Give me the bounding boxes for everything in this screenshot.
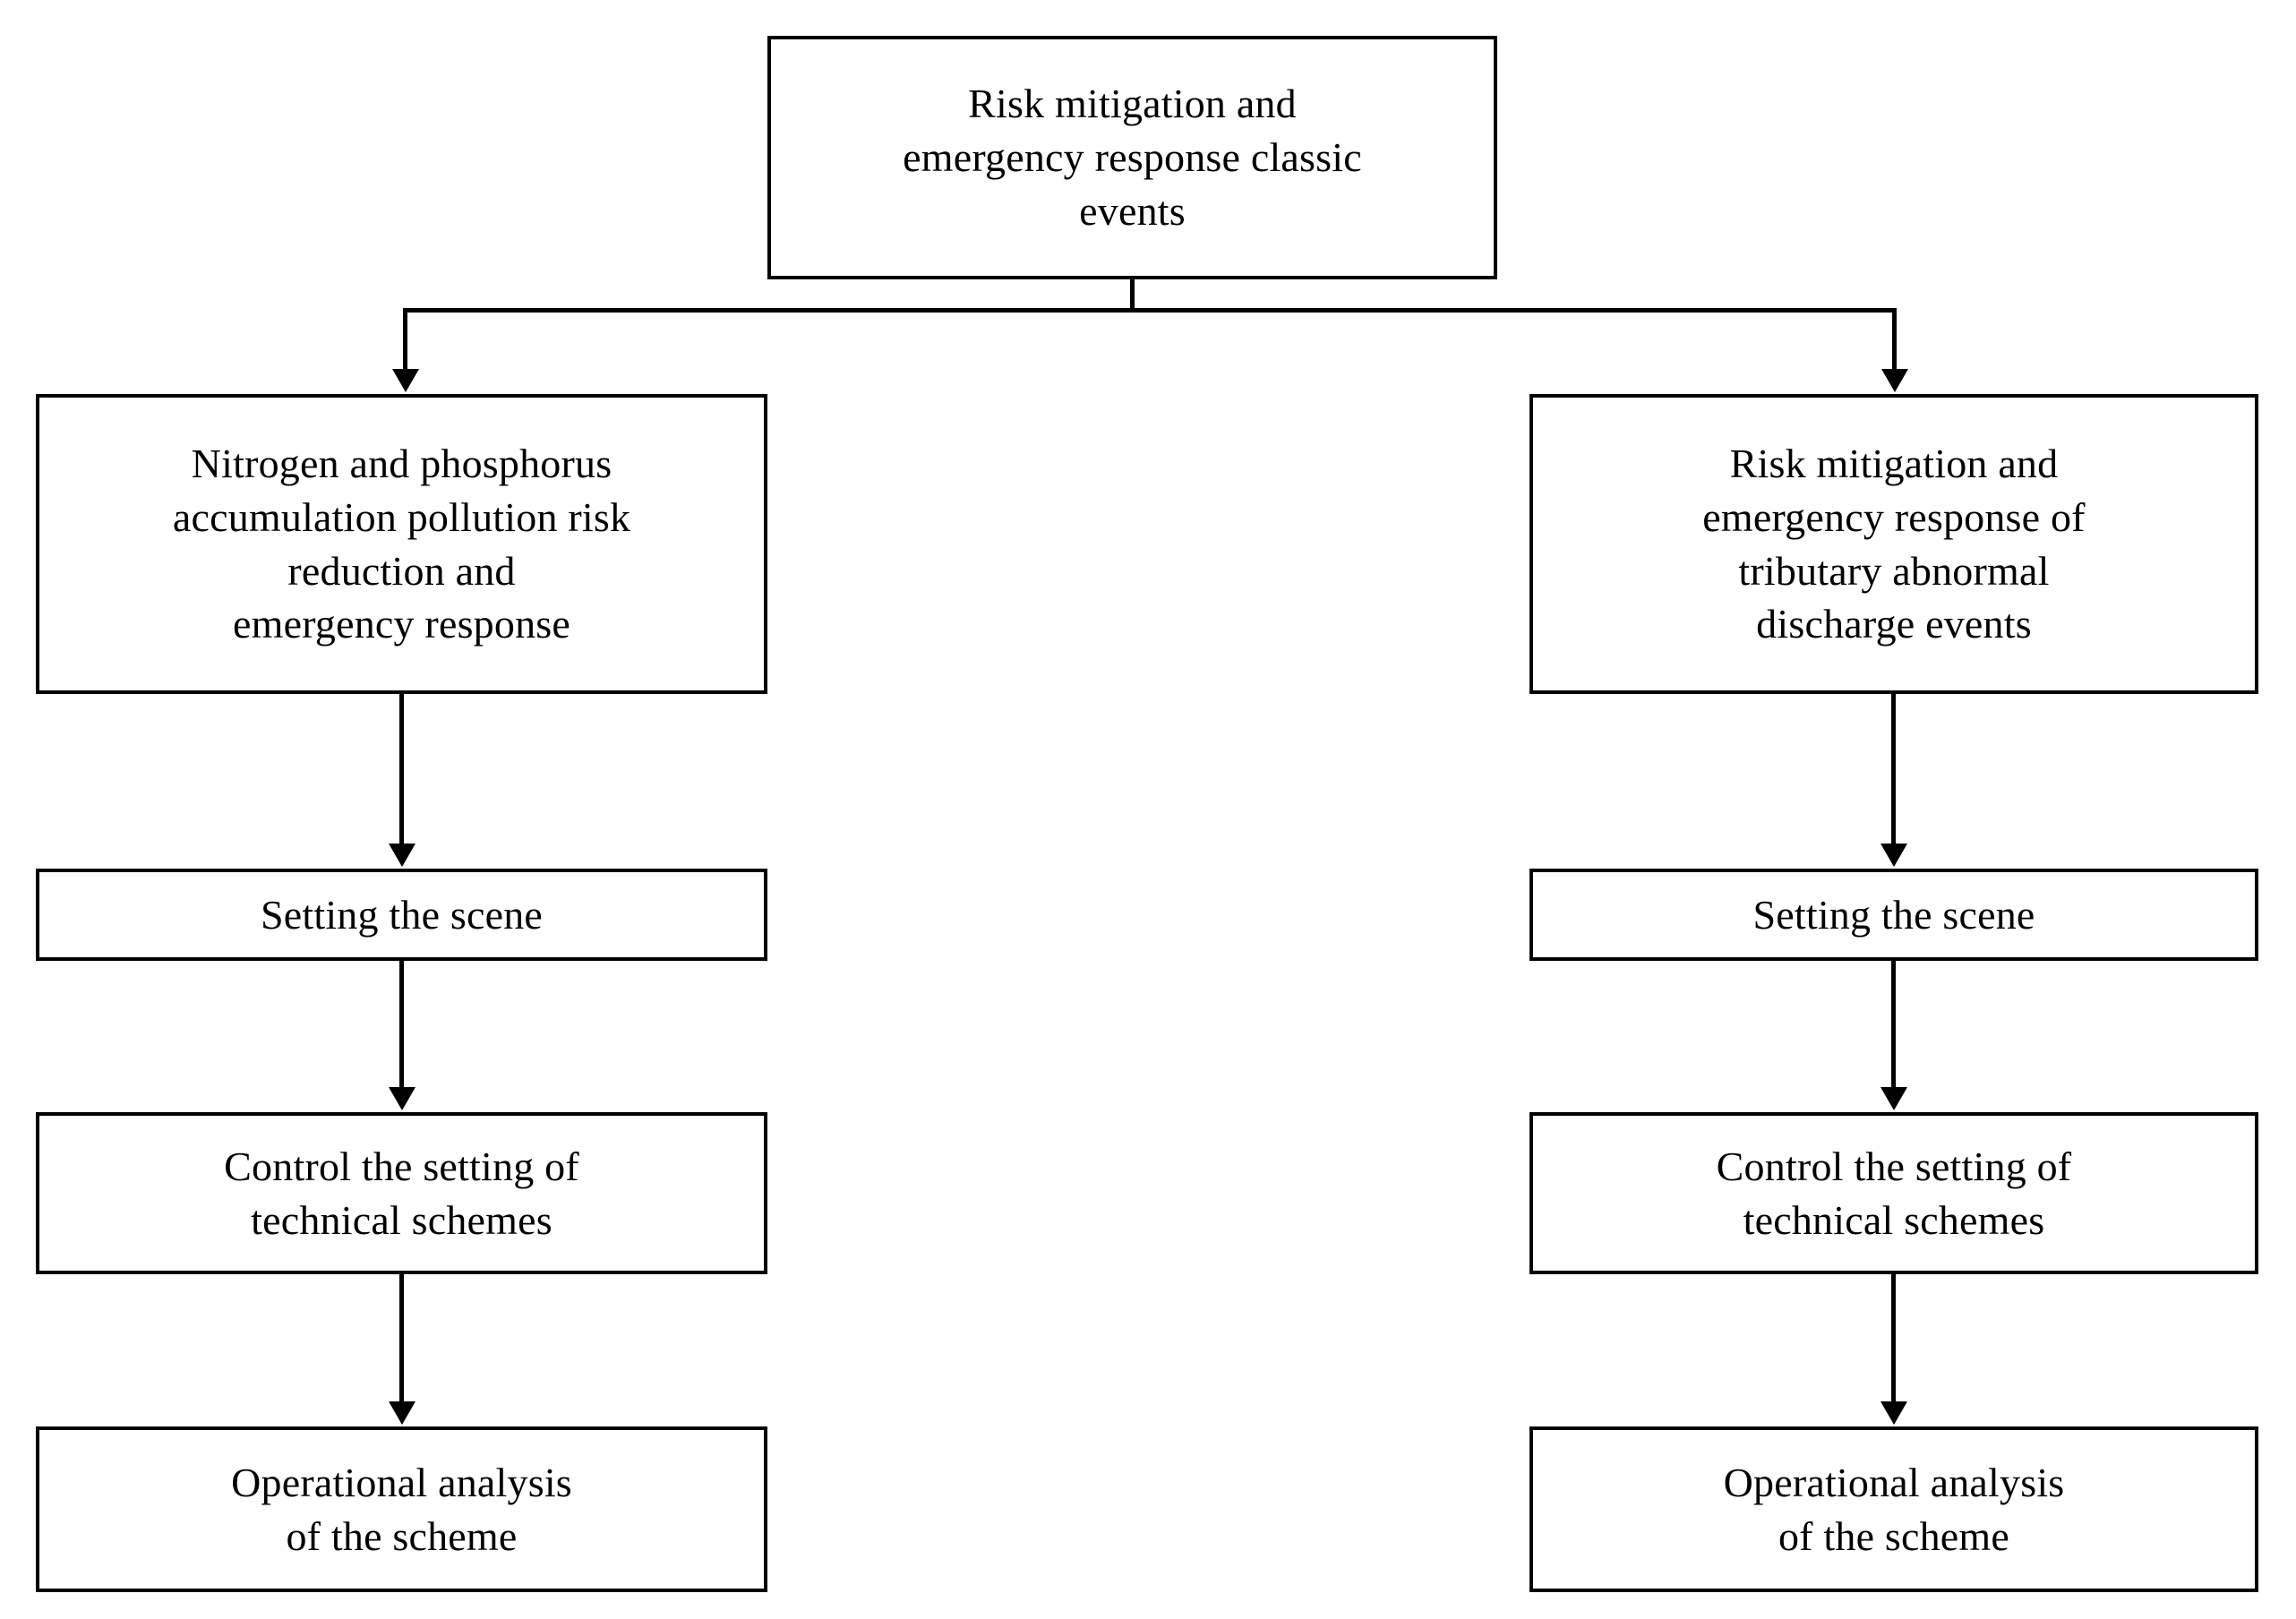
node-right-operational-analysis-label: Operational analysis of the scheme [1723, 1459, 2065, 1559]
node-left-branch: Nitrogen and phosphorus accumulation pol… [36, 394, 767, 694]
arrowhead-root-to-right-branch [1881, 369, 1908, 392]
connector-right-branch-to-setting-vertical [1891, 694, 1896, 848]
connector-root-stem [1130, 279, 1135, 312]
connector-root-to-left-branch-vertical [403, 308, 407, 376]
node-root: Risk mitigation and emergency response c… [767, 36, 1497, 279]
connector-left-setting-to-control-vertical [399, 961, 404, 1088]
node-left-control-technical-schemes-label: Control the setting of technical schemes [224, 1143, 579, 1243]
arrowhead-left-setting-to-control [389, 1087, 416, 1110]
node-left-operational-analysis-label: Operational analysis of the scheme [231, 1459, 572, 1559]
node-left-control-technical-schemes: Control the setting of technical schemes [36, 1112, 767, 1274]
node-root-label: Risk mitigation and emergency response c… [903, 81, 1362, 234]
node-right-setting-the-scene-label: Setting the scene [1752, 891, 2035, 938]
arrowhead-right-branch-to-setting [1880, 844, 1907, 867]
node-left-setting-the-scene: Setting the scene [36, 869, 767, 961]
arrowhead-root-to-left-branch [392, 369, 419, 392]
connector-root-horizontal-bar [403, 308, 1897, 313]
node-right-branch-label: Risk mitigation and emergency response o… [1702, 440, 2086, 647]
node-right-setting-the-scene: Setting the scene [1529, 869, 2258, 961]
arrowhead-right-setting-to-control [1880, 1087, 1907, 1110]
connector-left-branch-to-setting-vertical [399, 694, 404, 848]
arrowhead-left-branch-to-setting [389, 844, 416, 867]
arrowhead-right-control-to-operational [1880, 1401, 1907, 1425]
connector-left-control-to-operational-vertical [399, 1274, 404, 1402]
node-right-control-technical-schemes: Control the setting of technical schemes [1529, 1112, 2258, 1274]
connector-right-control-to-operational-vertical [1891, 1274, 1896, 1402]
connector-right-setting-to-control-vertical [1891, 961, 1896, 1088]
node-right-operational-analysis: Operational analysis of the scheme [1529, 1426, 2258, 1592]
connector-root-to-right-branch-vertical [1892, 308, 1897, 376]
node-right-control-technical-schemes-label: Control the setting of technical schemes [1716, 1143, 2072, 1243]
node-right-branch: Risk mitigation and emergency response o… [1529, 394, 2258, 694]
node-left-branch-label: Nitrogen and phosphorus accumulation pol… [172, 440, 631, 647]
node-left-operational-analysis: Operational analysis of the scheme [36, 1426, 767, 1592]
arrowhead-left-control-to-operational [389, 1401, 416, 1425]
node-left-setting-the-scene-label: Setting the scene [260, 891, 544, 938]
